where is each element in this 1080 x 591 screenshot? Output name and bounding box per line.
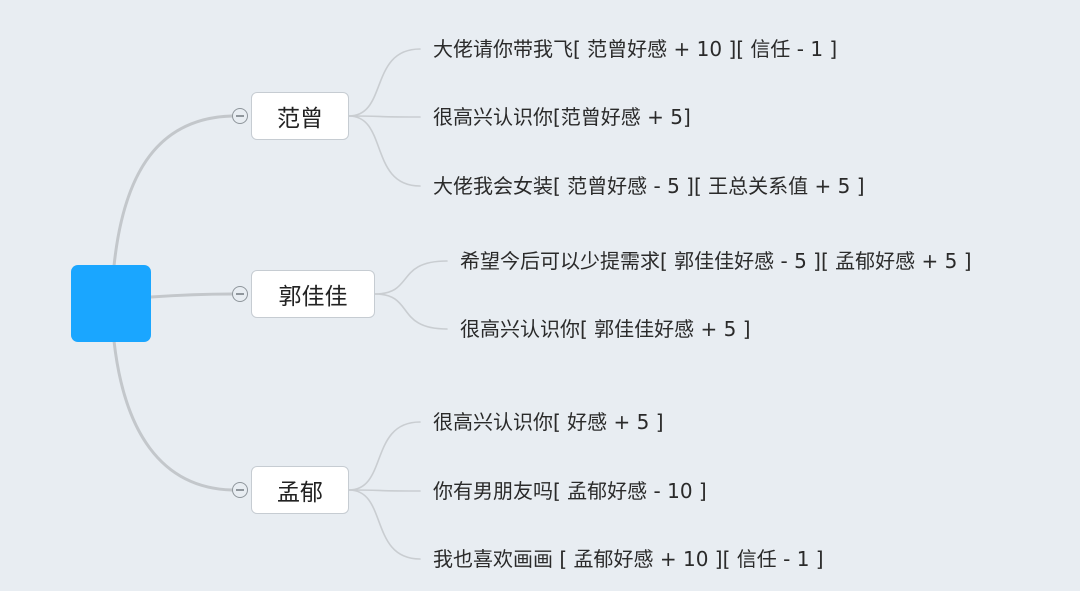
leaf-topic-3-2[interactable]: 你有男朋友吗[ 孟郁好感 - 10 ]: [433, 479, 707, 503]
branch-topic-3[interactable]: 孟郁: [251, 466, 349, 514]
root-to-branch-1-line: [112, 114, 234, 268]
branch-1-to-leaf-3-line: [348, 115, 421, 187]
branch-topic-label: 范曾: [277, 106, 323, 132]
collapse-toggle-branch-2[interactable]: [232, 286, 248, 302]
leaf-topic-1-1[interactable]: 大佬请你带我飞[ 范曾好感 + 10 ][ 信任 - 1 ]: [433, 37, 838, 61]
branch-3-to-leaf-3-line: [348, 489, 421, 560]
branch-topic-2[interactable]: 郭佳佳: [251, 270, 375, 318]
branch-topic-label: 郭佳佳: [278, 284, 348, 310]
branch-topic-label: 孟郁: [277, 480, 323, 506]
root-to-branch-2-line: [149, 292, 234, 299]
root-to-branch-3-line: [112, 339, 234, 492]
leaf-topic-1-3[interactable]: 大佬我会女装[ 范曾好感 - 5 ][ 王总关系值 + 5 ]: [433, 174, 865, 198]
branch-2-to-leaf-2-line: [374, 293, 448, 330]
branch-topic-1[interactable]: 范曾: [251, 92, 349, 140]
branch-3-to-leaf-1-line: [348, 421, 421, 491]
leaf-topic-3-1[interactable]: 很高兴认识你[ 好感 + 5 ]: [433, 410, 664, 434]
collapse-toggle-branch-1[interactable]: [232, 108, 248, 124]
branch-1-to-leaf-1-line: [348, 48, 421, 117]
branch-3-to-leaf-2-line: [348, 489, 421, 492]
collapse-toggle-branch-3[interactable]: [232, 482, 248, 498]
leaf-topic-1-2[interactable]: 很高兴认识你[范曾好感 + 5]: [433, 105, 691, 129]
leaf-topic-2-2[interactable]: 很高兴认识你[ 郭佳佳好感 + 5 ]: [460, 317, 751, 341]
root-topic[interactable]: [71, 265, 151, 342]
leaf-topic-3-3[interactable]: 我也喜欢画画 [ 孟郁好感 + 10 ][ 信任 - 1 ]: [433, 547, 824, 571]
leaf-topic-2-1[interactable]: 希望今后可以少提需求[ 郭佳佳好感 - 5 ][ 孟郁好感 + 5 ]: [460, 249, 972, 273]
branch-1-to-leaf-2-line: [348, 115, 421, 118]
branch-2-to-leaf-1-line: [374, 260, 448, 295]
